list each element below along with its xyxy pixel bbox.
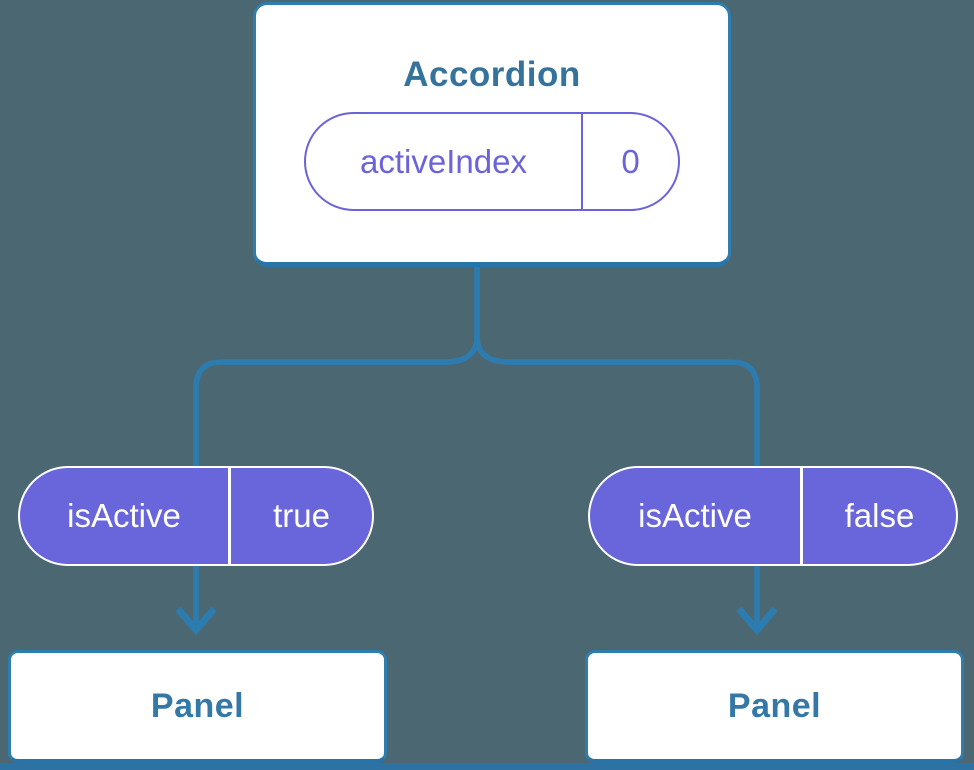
arrowhead-right-icon [736,606,778,636]
prop-pill-isactive-false: isActive false [588,466,958,566]
prop-pill-isactive-true: isActive true [18,466,374,566]
prop-pill-right-value: false [800,468,956,564]
arrowhead-left-icon [175,606,217,636]
accordion-card: Accordion activeIndex 0 [253,2,731,267]
state-pill-value: 0 [581,114,678,209]
bottom-divider-bar [0,763,974,770]
panel-right-title: Panel [727,686,822,725]
panel-card-left: Panel [8,650,387,763]
connector-branch-left [193,264,480,626]
panel-card-right: Panel [585,650,964,763]
state-pill-activeindex: activeIndex 0 [304,112,680,211]
state-pill-label: activeIndex [360,142,527,180]
prop-pill-right-label: isActive [638,497,752,534]
prop-pill-left-value: true [228,468,372,564]
prop-pill-left-label: isActive [67,497,181,534]
panel-left-title: Panel [150,686,245,725]
accordion-card-title: Accordion [403,55,581,94]
